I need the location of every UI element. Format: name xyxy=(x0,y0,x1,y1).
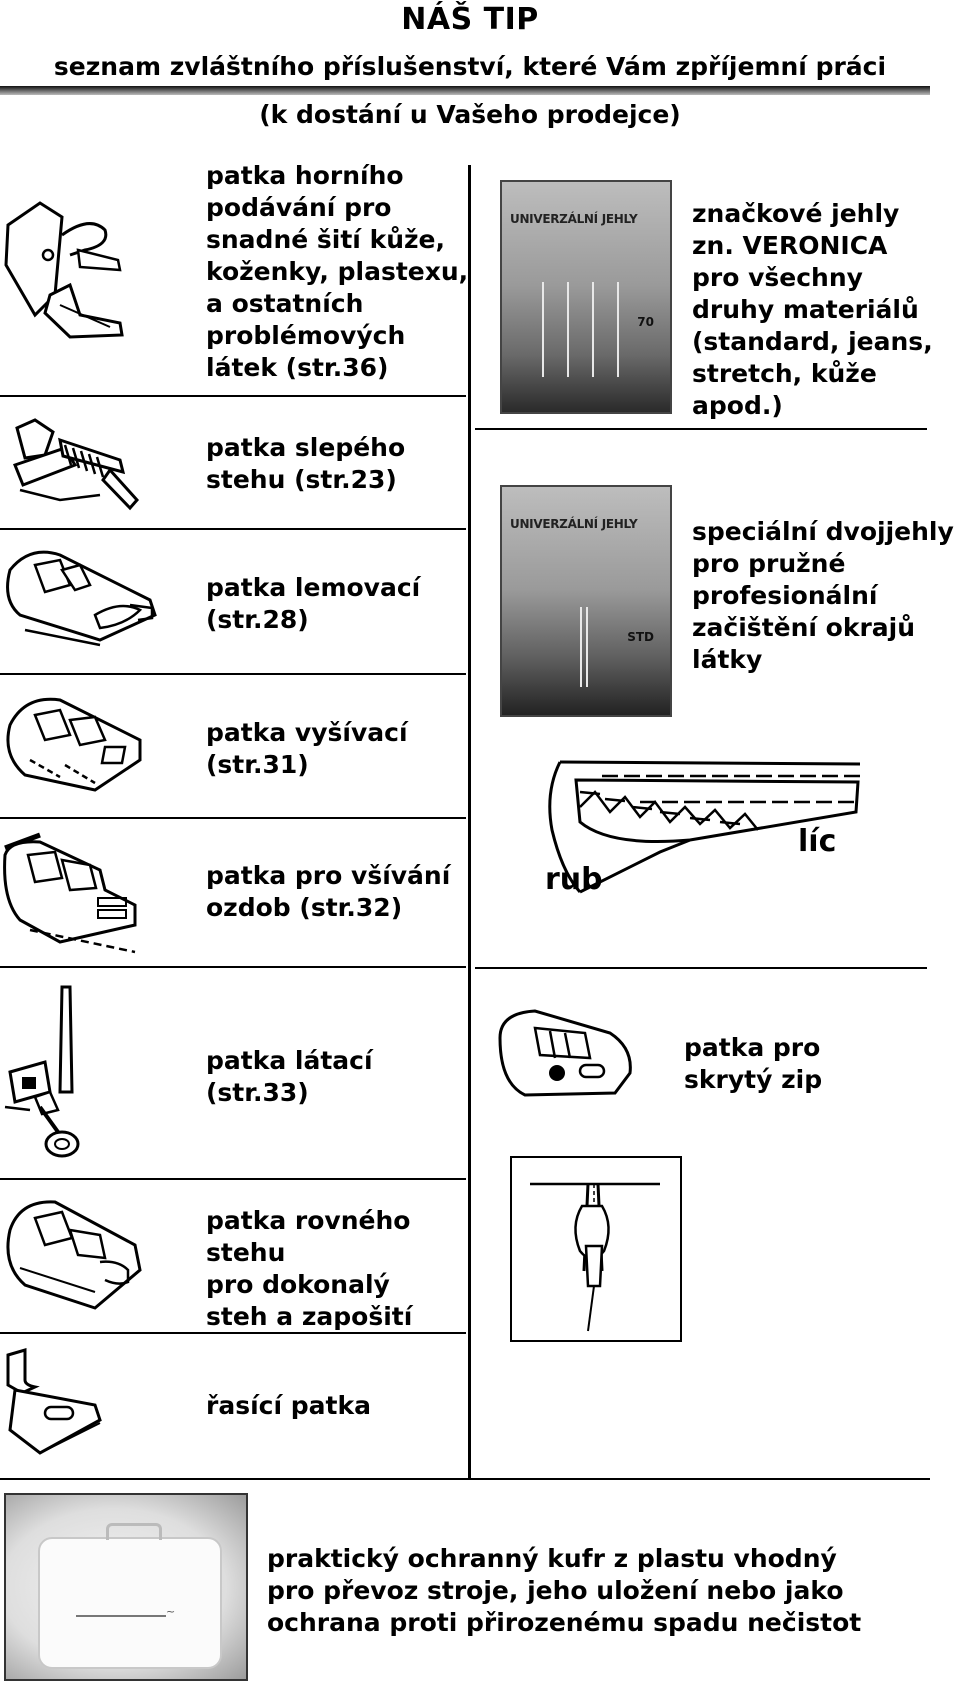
cording-foot-icon xyxy=(3,832,137,954)
page-subtitle: seznam zvláštního příslušenství, které V… xyxy=(53,52,887,81)
zipper-foot-text: patka pro skrytý zip xyxy=(684,1033,823,1094)
needle-pack-photo: UNIVERZÁLNÍ JEHLY 70 xyxy=(500,180,672,414)
twin-needle-pack-photo: UNIVERZÁLNÍ JEHLY STD xyxy=(500,485,672,717)
embroidery-foot-icon xyxy=(6,697,142,792)
hem-label-back: rub xyxy=(545,862,603,897)
carrying-case-photo: ~ xyxy=(4,1493,248,1681)
left-item-text: patka vyšívací (str.31) xyxy=(206,718,408,779)
row-divider xyxy=(0,817,466,819)
left-item-text: patka látací (str.33) xyxy=(206,1046,373,1107)
case-text: praktický ochranný kufr z plastu vhodný … xyxy=(267,1544,862,1637)
hemmer-foot-icon xyxy=(6,550,157,647)
left-item-text: patka rovného stehu pro dokonalý steh a … xyxy=(206,1206,413,1331)
walking-foot-icon xyxy=(4,201,124,339)
page-title: NÁŠ TIP xyxy=(401,2,539,37)
gathering-foot-icon xyxy=(6,1347,102,1455)
blind-stitch-foot-icon xyxy=(13,418,140,511)
header-divider xyxy=(0,86,930,95)
row-divider xyxy=(0,673,466,675)
left-item-text: řasící patka xyxy=(206,1391,371,1420)
twin-needles-text: speciální dvojjehly pro pružné profesion… xyxy=(692,517,954,674)
left-item-text: patka pro všívání ozdob (str.32) xyxy=(206,861,451,922)
hem-stitch-diagram xyxy=(548,760,861,894)
row-divider xyxy=(0,528,466,530)
hem-label-front: líc xyxy=(798,824,837,859)
zipper-foot-diagram xyxy=(510,1156,682,1342)
needle-pack-code: 70 xyxy=(637,315,654,329)
darning-foot-icon xyxy=(4,985,80,1158)
column-divider xyxy=(468,165,471,1480)
row-divider xyxy=(475,428,927,430)
row-divider xyxy=(0,395,466,397)
row-divider xyxy=(0,966,466,968)
availability-note: (k dostání u Vašeho prodejce) xyxy=(259,100,681,129)
twin-needle-pack-title: UNIVERZÁLNÍ JEHLY xyxy=(510,517,638,531)
needle-pack-title: UNIVERZÁLNÍ JEHLY xyxy=(510,212,638,226)
row-divider xyxy=(0,1332,466,1334)
left-item-text: patka horního podávání pro snadné šití k… xyxy=(206,161,469,382)
section-divider xyxy=(0,1478,930,1480)
invisible-zipper-foot-icon xyxy=(498,1009,632,1097)
left-item-text: patka slepého stehu (str.23) xyxy=(206,433,406,494)
row-divider xyxy=(475,967,927,969)
straight-stitch-foot-icon xyxy=(6,1200,142,1310)
left-item-text: patka lemovací (str.28) xyxy=(206,573,421,634)
needles-text: značkové jehly zn. VERONICA pro všechny … xyxy=(692,199,933,420)
twin-needle-pack-code: STD xyxy=(627,630,654,644)
row-divider xyxy=(0,1178,466,1180)
